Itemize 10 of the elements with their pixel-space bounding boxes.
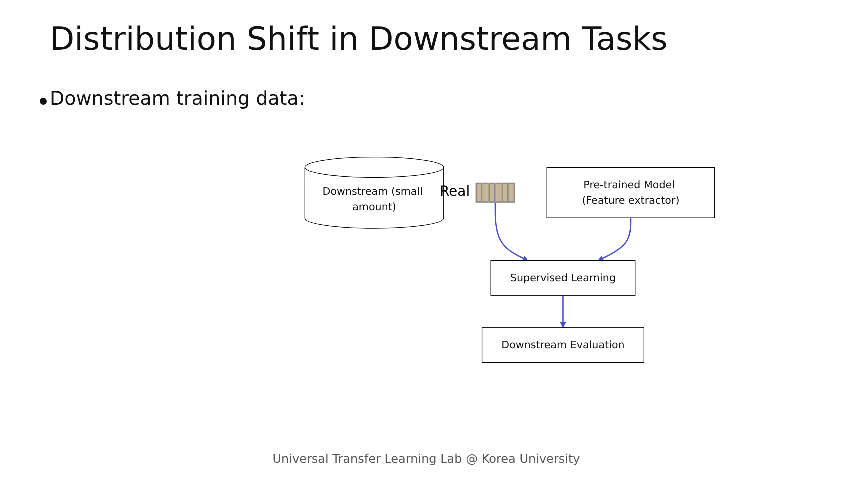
arrow xyxy=(560,296,566,328)
process-box: Supervised Learning xyxy=(490,260,636,296)
footer-text: Universal Transfer Learning Lab @ Korea University xyxy=(272,452,582,466)
photo-strip-picture xyxy=(476,182,516,203)
slide-title: Distribution Shift in Downstream Tasks xyxy=(50,20,668,58)
bullet-text: Downstream training data: xyxy=(50,88,306,110)
process-box: Pre-trained Model (Feature extractor) xyxy=(546,167,716,218)
process-box: Downstream Evaluation xyxy=(482,328,644,364)
arrow xyxy=(494,202,528,262)
arrow xyxy=(598,218,632,262)
